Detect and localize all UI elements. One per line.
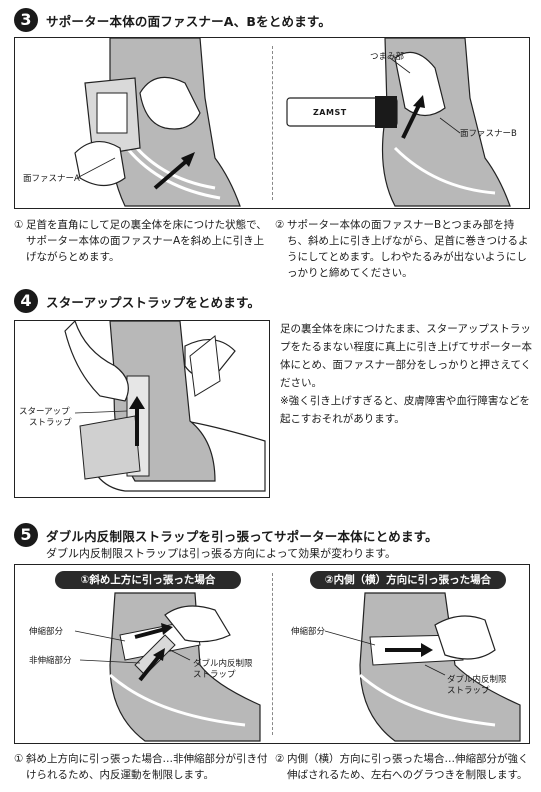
step4-title: スターアップストラップをとめます。 [46, 294, 261, 310]
step5-left-label-stretch: 伸縮部分 [29, 627, 64, 637]
step5-caption-left-marker: ① [14, 753, 24, 765]
step5-left-label-strap-line2: ストラップ [193, 670, 236, 680]
step4-illustration-panel: スターアップ ストラップ [14, 320, 270, 498]
step5-left-illustration [74, 592, 261, 742]
step3-divider [272, 46, 273, 200]
step4-heading: 4 スターアップストラップをとめます。 [14, 289, 260, 313]
step3-caption-left-text: 足首を直角にして足の裏全体を床につけた状態で、サポーター本体の面ファスナーAを斜… [26, 219, 267, 263]
step3-right-illustration [286, 38, 511, 207]
step5-right-pill: ②内側（横）方向に引っ張った場合 [310, 571, 506, 589]
step5-caption-right-marker: ② [275, 753, 285, 765]
step5-number: 5 [14, 523, 38, 547]
step3-caption-left-marker: ① [14, 219, 24, 231]
step4-description: 足の裏全体を床につけたまま、スターアップストラップをたるまない程度に真上に引き上… [280, 323, 532, 389]
step5-caption-right: ② 内側（横）方向に引っ張った場合…伸縮部分が強く伸ばされるため、左右へのグラつ… [275, 751, 531, 783]
step3-caption-right-text: サポーター本体の面ファスナーBとつまみ部を持ち、斜め上に引き上げながら、足首に巻… [287, 219, 529, 279]
step4-label-strap-line1: スターアップ [19, 407, 70, 417]
step3-label-fastener-b: 面ファスナーB [460, 129, 517, 139]
step5-illustration-panel: ①斜め上方に引っ張った場合 ②内側（横）方向に引っ張った場合 伸縮部分 非伸縮部… [14, 564, 530, 744]
step5-left-label-nonstretch: 非伸縮部分 [29, 656, 72, 666]
step5-right-illustration [324, 592, 521, 742]
step4-illustration [64, 321, 266, 492]
step3-caption-right: ② サポーター本体の面ファスナーBとつまみ部を持ち、斜め上に引き上げながら、足首… [275, 217, 531, 281]
step3-label-knob: つまみ部 [370, 52, 405, 62]
step3-illustration-panel: 面ファスナーA ZAMST つまみ部 面ファスナーB [14, 37, 530, 209]
step3-heading: 3 サポーター本体の面ファスナーA、Bをとめます。 [14, 8, 331, 32]
step4-number: 4 [14, 289, 38, 313]
step5-caption-right-text: 内側（横）方向に引っ張った場合…伸縮部分が強く伸ばされるため、左右へのグラつきを… [287, 753, 529, 781]
step3-caption-right-marker: ② [275, 219, 285, 231]
step5-divider [272, 573, 273, 735]
step4-label-strap-line2: ストラップ [29, 418, 72, 428]
step3-number: 3 [14, 8, 38, 32]
step5-caption-left: ① 斜め上方向に引っ張った場合…非伸縮部分が引き付けられるため、内反運動を制限し… [14, 751, 270, 783]
step5-left-label-strap-line1: ダブル内反制限 [193, 659, 253, 669]
step5-right-label-strap-line1: ダブル内反制限 [447, 675, 507, 685]
step5-caption-left-text: 斜め上方向に引っ張った場合…非伸縮部分が引き付けられるため、内反運動を制限します… [26, 753, 268, 781]
step3-label-fastener-a: 面ファスナーA [23, 174, 80, 184]
step5-heading: 5 ダブル内反制限ストラップを引っ張ってサポーター本体にとめます。 [14, 523, 438, 547]
step5-left-pill: ①斜め上方に引っ張った場合 [55, 571, 241, 589]
step5-right-label-strap-line2: ストラップ [447, 686, 490, 696]
step4-warning: ※強く引き上げすぎると、皮膚障害や血行障害などを起こすおそれがあります。 [280, 395, 530, 425]
step5-subtitle: ダブル内反制限ストラップは引っ張る方向によって効果が変わります。 [46, 547, 397, 560]
step5-right-label-stretch: 伸縮部分 [291, 627, 326, 637]
step5-title: ダブル内反制限ストラップを引っ張ってサポーター本体にとめます。 [46, 528, 438, 544]
step3-caption-left: ① 足首を直角にして足の裏全体を床につけた状態で、サポーター本体の面ファスナーA… [14, 217, 268, 265]
step3-left-illustration [74, 38, 241, 207]
step3-title: サポーター本体の面ファスナーA、Bをとめます。 [46, 13, 332, 29]
step3-strap-brand: ZAMST [313, 108, 347, 117]
